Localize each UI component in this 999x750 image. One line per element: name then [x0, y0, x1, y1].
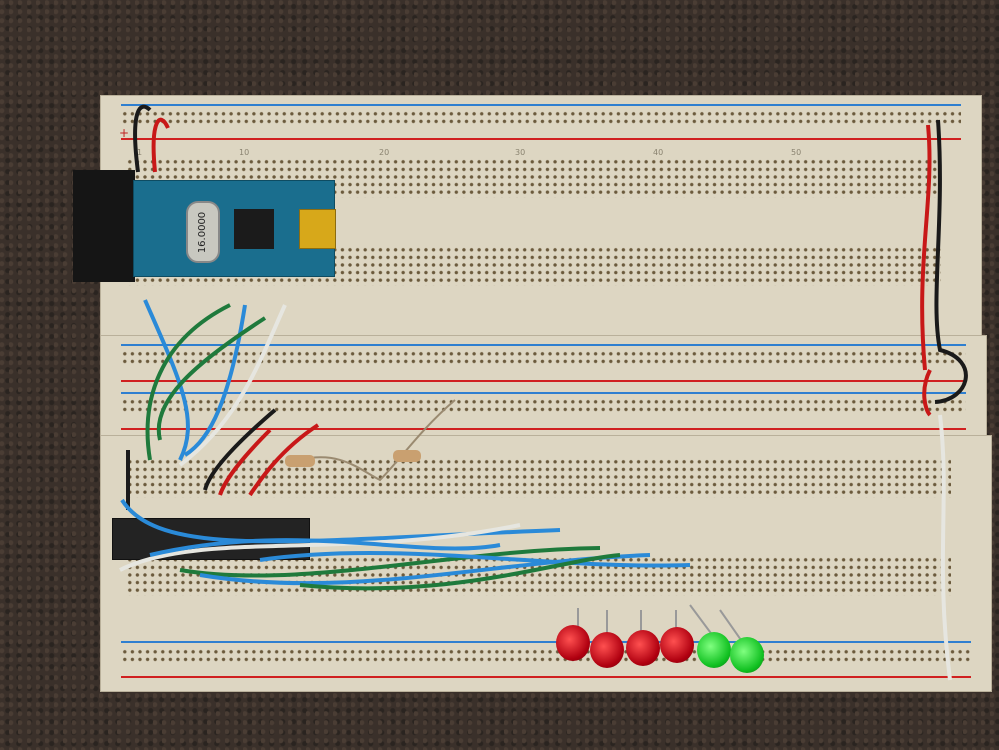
microcontroller-board: 16.0000: [133, 180, 336, 277]
rail-red-line-2: [121, 428, 966, 430]
led-green-2: [730, 637, 764, 673]
rail-plus-label: +: [119, 126, 130, 140]
led-red-3: [626, 630, 660, 666]
crystal-oscillator: 16.0000: [186, 201, 220, 263]
rail-red-line: [121, 380, 966, 382]
led-green-1: [697, 632, 731, 668]
rail-red-line: [121, 676, 971, 678]
column-number-1: 1: [137, 148, 143, 157]
power-rail-holes: [121, 350, 966, 366]
pin-header-connector: [73, 170, 135, 282]
resistor-2: [393, 450, 421, 462]
usb-connector: [299, 209, 336, 249]
led-red-1: [556, 625, 590, 661]
power-rail-holes-2: [121, 398, 966, 414]
led-red-2: [590, 632, 624, 668]
column-number-30: 30: [515, 148, 526, 157]
column-number-40: 40: [653, 148, 664, 157]
rail-blue-line: [121, 641, 971, 643]
column-number-20: 20: [379, 148, 390, 157]
mcu-chip: [234, 209, 274, 249]
rail-blue-line-2: [121, 392, 966, 394]
column-number-50: 50: [791, 148, 802, 157]
rail-red-line: [121, 138, 961, 140]
resistor-1: [285, 455, 315, 467]
rail-blue-line: [121, 104, 961, 106]
column-number-10: 10: [239, 148, 250, 157]
power-rail-holes: [121, 110, 961, 126]
rail-blue-line: [121, 344, 966, 346]
led-red-4: [660, 627, 694, 663]
